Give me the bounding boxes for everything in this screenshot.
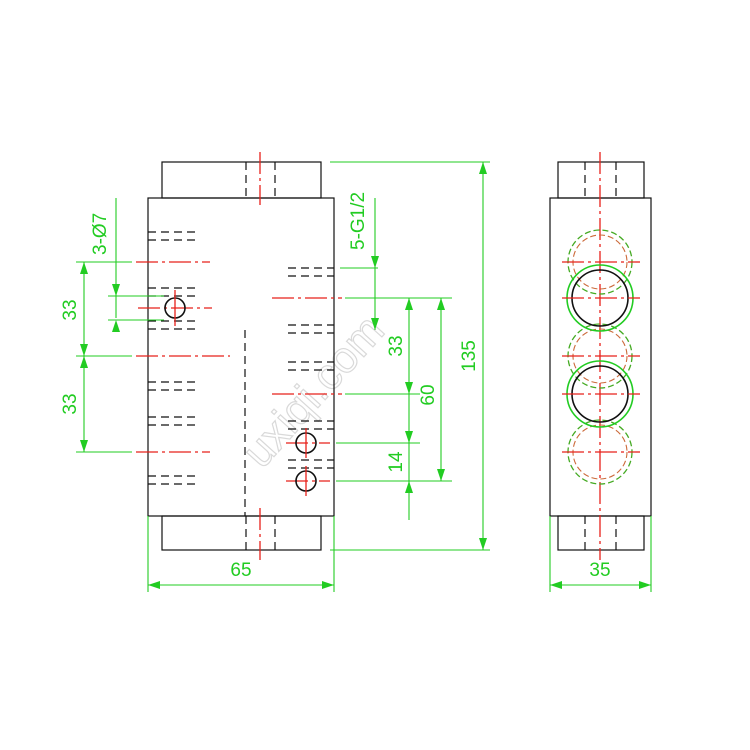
dim-text-port-pitch: 33 xyxy=(386,335,407,356)
front-top-cap xyxy=(161,161,322,199)
front-horizontal-center-lines xyxy=(136,261,342,482)
side-view xyxy=(549,152,652,560)
dim-text-height-total: 135 xyxy=(459,340,480,372)
dim-text-port-span: 60 xyxy=(418,384,439,405)
small-hole-lower xyxy=(295,466,317,496)
dim-text-pitch-upper: 33 xyxy=(60,299,81,320)
small-hole-upper xyxy=(295,428,317,458)
dim-pitch-upper: 33 xyxy=(60,261,132,357)
side-horizontal-center-lines xyxy=(562,261,640,453)
side-cap-hidden-lines xyxy=(584,162,617,550)
dim-pitch-lower: 33 xyxy=(60,356,132,453)
dim-text-width-side: 35 xyxy=(589,560,610,581)
dim-small-hole-pitch: 14 xyxy=(336,394,420,520)
front-left-hidden-dashes xyxy=(148,231,196,485)
dim-text-small-hole-pitch: 14 xyxy=(386,451,407,473)
dim-port-pitch: 33 xyxy=(345,297,420,395)
front-bottom-cap xyxy=(161,515,322,551)
dimensions: 3-Ø7 33 33 5-G1/2 xyxy=(60,161,652,592)
front-view xyxy=(136,152,342,560)
side-bottom-cap xyxy=(557,515,645,551)
watermark-text: uxiqi.com xyxy=(233,306,394,477)
dim-ports-callout: 5-G1/2 xyxy=(340,192,379,330)
dim-text-pitch-lower: 33 xyxy=(60,393,81,414)
dim-height-total: 135 xyxy=(330,161,490,551)
callout-ports: 5-G1/2 xyxy=(348,192,369,250)
mount-hole xyxy=(164,290,186,326)
dim-text-width-front: 65 xyxy=(230,560,251,581)
front-right-hidden-dashes xyxy=(288,267,334,469)
callout-mount-holes: 3-Ø7 xyxy=(90,213,111,255)
dim-mount-holes: 3-Ø7 xyxy=(90,198,164,332)
side-top-cap xyxy=(557,161,645,199)
front-cap-hidden-lines xyxy=(245,162,276,550)
dim-width-front: 65 xyxy=(147,516,335,592)
dim-port-span: 60 xyxy=(336,297,452,482)
dim-width-side: 35 xyxy=(549,516,652,592)
